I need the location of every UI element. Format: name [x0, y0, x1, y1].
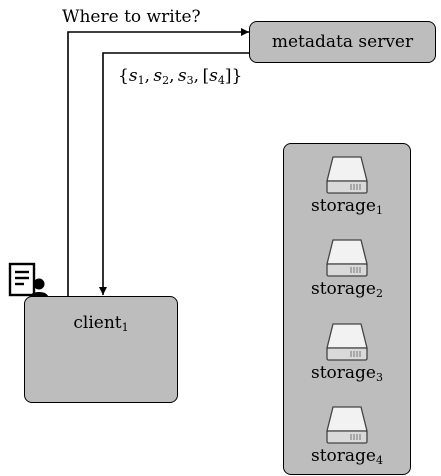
storage-label-sub: 2 [376, 287, 383, 300]
storage-label: storage2 [287, 279, 407, 300]
storage-label: storage3 [287, 363, 407, 384]
metadata-server-label: metadata server [271, 32, 414, 52]
response-text: {s1, s2, s3, [s4]} [118, 66, 243, 87]
client-label-base: client [73, 313, 122, 333]
storage-label-sub: 4 [376, 454, 383, 467]
storage-label: storage1 [287, 196, 407, 217]
client-label: client1 [25, 313, 177, 334]
response-arrow [99, 52, 249, 295]
storage-cluster-box: storage1 storage2 [283, 143, 411, 475]
hard-drive-icon [326, 239, 368, 277]
storage-node-4: storage4 [287, 404, 407, 476]
metadata-server-box: metadata server [249, 21, 436, 63]
client-label-sub: 1 [121, 321, 129, 334]
storage-label-base: storage [311, 196, 376, 216]
client-box: client1 [24, 296, 178, 403]
storage-node-3: storage3 [287, 321, 407, 393]
storage-node-1: storage1 [287, 154, 407, 226]
storage-label-base: storage [311, 363, 376, 383]
storage-label-base: storage [311, 446, 376, 466]
storage-label-sub: 1 [376, 204, 383, 217]
response-label: {s1, s2, s3, [s4]} [118, 66, 243, 87]
request-arrow [67, 28, 249, 296]
hard-drive-icon [326, 323, 368, 361]
hard-drive-icon [326, 156, 368, 194]
storage-label: storage4 [287, 446, 407, 467]
storage-label-sub: 3 [376, 371, 383, 384]
storage-label-base: storage [311, 279, 376, 299]
hard-drive-icon [326, 406, 368, 444]
storage-node-2: storage2 [287, 237, 407, 309]
query-label: Where to write? [62, 7, 201, 27]
